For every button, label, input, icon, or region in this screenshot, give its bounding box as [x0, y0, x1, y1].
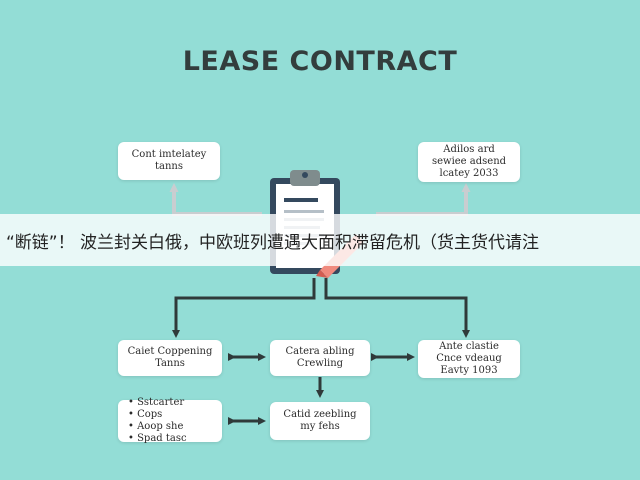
node-text: Eavty 1093 — [440, 365, 498, 376]
node-text: lcatey 2033 — [439, 168, 499, 179]
news-banner[interactable]: “断链”！ 波兰封关白俄，中欧班列遭遇大面积滞留危机（货主货代请注 — [0, 214, 640, 266]
news-banner-text: “断链”！ 波兰封关白俄，中欧班列遭遇大面积滞留危机（货主货代请注 — [6, 232, 540, 253]
node-text: tanns — [155, 161, 183, 172]
connector-mid-right — [324, 278, 470, 338]
connector-top-right — [376, 183, 471, 216]
connector-mid-left — [172, 278, 316, 338]
node-text: Adilos ard — [443, 144, 495, 155]
node-list-item: • Spad tasc — [128, 433, 187, 444]
node-text: my fehs — [300, 421, 340, 432]
node-text: sewiee adsend — [431, 156, 507, 167]
node-text: Crewling — [296, 358, 344, 369]
node-mid-center: Catera abling Crewling — [270, 340, 370, 376]
node-top-left: Cont imtelatey tanns — [118, 142, 220, 180]
diagram-title: LEASE CONTRACT — [182, 46, 458, 77]
node-mid-right: Ante clastie Cnce vdeaug Eavty 1093 — [418, 340, 520, 378]
node-text: Cont imtelatey — [131, 149, 207, 160]
node-list-item: • Aoop she — [128, 421, 184, 432]
node-list-item: • Cops — [128, 409, 163, 420]
node-bottom-left: • Sstcarter • Cops • Aoop she • Spad tas… — [118, 397, 222, 444]
node-text: Catid zeebling — [283, 409, 357, 420]
node-text: Tanns — [155, 358, 185, 369]
node-text: Catera abling — [285, 346, 355, 357]
node-text: Caiet Coppening — [127, 346, 213, 357]
node-bottom-center: Catid zeebling my fehs — [270, 402, 370, 440]
node-text: Cnce vdeaug — [436, 353, 502, 364]
node-top-right: Adilos ard sewiee adsend lcatey 2033 — [418, 142, 520, 182]
node-list-item: • Sstcarter — [128, 397, 185, 408]
connector-top-left — [169, 183, 262, 216]
node-text: Ante clastie — [439, 341, 499, 352]
node-mid-left: Caiet Coppening Tanns — [118, 340, 222, 376]
